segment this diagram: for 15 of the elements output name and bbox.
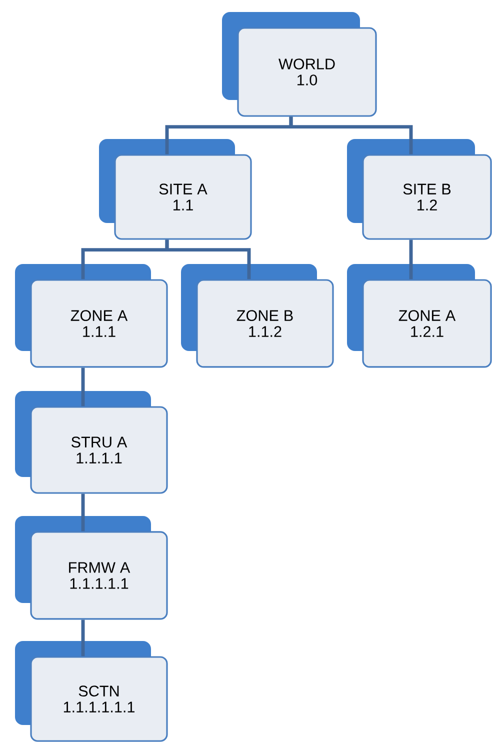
connector-line	[81, 368, 85, 406]
org-box: SITE A 1.1	[99, 139, 252, 240]
connector-line	[409, 240, 413, 280]
connector-line	[289, 116, 413, 154]
org-box: ZONE A 1.2.1	[347, 264, 492, 368]
org-box: FRMW A 1.1.1.1.1	[15, 516, 168, 620]
org-box: SCTN 1.1.1.1.1.1	[15, 641, 168, 742]
connector-line	[81, 620, 85, 656]
org-box: STRU A 1.1.1.1	[15, 391, 168, 494]
org-box: WORLD 1.0	[222, 12, 377, 117]
org-box: ZONE A 1.1.1	[15, 264, 168, 368]
org-box: SITE B 1.2	[347, 139, 492, 240]
org-box: ZONE B 1.1.2	[181, 264, 334, 368]
connector-line	[165, 240, 251, 280]
connector-line	[81, 494, 85, 532]
